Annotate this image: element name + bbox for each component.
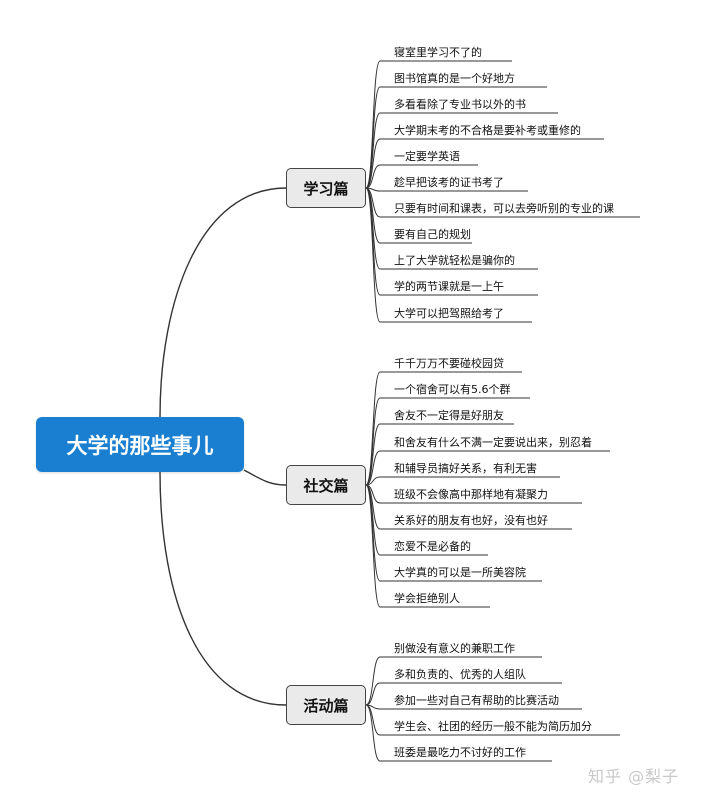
leaf-topic[interactable]: 多看看除了专业书以外的书	[394, 98, 526, 111]
leaf-topic[interactable]: 千千万万不要碰校园贷	[394, 357, 504, 370]
branch-activity[interactable]: 活动篇	[286, 685, 366, 725]
leaf-connector-1-1	[365, 397, 381, 486]
leaf-connector-0-4	[365, 164, 381, 189]
leaf-topic[interactable]: 和舍友有什么不满一定要说出来，别忍着	[394, 436, 592, 449]
leaf-connector-1-3	[365, 450, 381, 486]
leaf-topic[interactable]: 别做没有意义的兼职工作	[394, 642, 515, 655]
leaf-topic[interactable]: 班级不会像高中那样地有凝聚力	[394, 488, 548, 501]
leaf-topic[interactable]: 恋爱不是必备的	[394, 540, 471, 553]
leaf-connector-0-1	[365, 86, 381, 189]
leaf-topic[interactable]: 一定要学英语	[394, 150, 460, 163]
root-to-study-line	[159, 187, 287, 418]
leaf-topic[interactable]: 趁早把该考的证书考了	[394, 176, 504, 189]
leaf-topic[interactable]: 舍友不一定得是好朋友	[394, 409, 504, 422]
leaf-connector-2-4	[365, 704, 381, 762]
watermark-text: 知乎 @梨子	[588, 767, 680, 786]
leaf-topic[interactable]: 学的两节课就是一上午	[394, 280, 504, 293]
root-topic[interactable]: 大学的那些事儿	[36, 417, 244, 472]
leaf-connector-2-0	[365, 656, 381, 706]
leaf-topic[interactable]: 多和负责的、优秀的人组队	[394, 668, 526, 681]
branch-study[interactable]: 学习篇	[286, 168, 366, 208]
root-to-activity-line	[159, 471, 287, 706]
root-to-social-line	[243, 469, 287, 486]
leaf-topic[interactable]: 关系好的朋友有也好，没有也好	[394, 514, 548, 527]
leaf-connector-0-0	[365, 60, 381, 189]
leaf-topic[interactable]: 和辅导员搞好关系，有利无害	[394, 462, 537, 475]
branch-social[interactable]: 社交篇	[286, 465, 366, 505]
leaf-connector-2-1	[365, 682, 381, 706]
leaf-connector-0-10	[365, 187, 381, 323]
leaf-topic[interactable]: 参加一些对自己有帮助的比赛活动	[394, 694, 559, 707]
leaf-connector-1-4	[365, 476, 381, 486]
leaf-topic[interactable]: 学会拒绝别人	[394, 592, 460, 605]
leaf-topic[interactable]: 大学期末考的不合格是要补考或重修的	[394, 124, 581, 137]
leaf-topic[interactable]: 图书馆真的是一个好地方	[394, 72, 515, 85]
leaf-connector-0-3	[365, 138, 381, 189]
leaf-topic[interactable]: 班委是最吃力不讨好的工作	[394, 746, 526, 759]
leaf-topic[interactable]: 要有自己的规划	[394, 228, 471, 241]
leaf-topic[interactable]: 大学可以把驾照给考了	[394, 307, 504, 320]
leaf-connector-1-9	[365, 484, 381, 608]
leaf-connector-1-8	[365, 484, 381, 582]
leaf-topic[interactable]: 寝室里学习不了的	[394, 46, 482, 59]
leaf-topic[interactable]: 一个宿舍可以有5.6个群	[394, 383, 511, 396]
leaf-topic[interactable]: 上了大学就轻松是骗你的	[394, 254, 515, 267]
leaf-connector-1-2	[365, 423, 381, 486]
leaf-topic[interactable]: 学生会、社团的经历一般不能为简历加分	[394, 720, 592, 733]
leaf-topic[interactable]: 只要有时间和课表，可以去旁听别的专业的课	[394, 202, 614, 215]
leaf-topic[interactable]: 大学真的可以是一所美容院	[394, 566, 526, 579]
